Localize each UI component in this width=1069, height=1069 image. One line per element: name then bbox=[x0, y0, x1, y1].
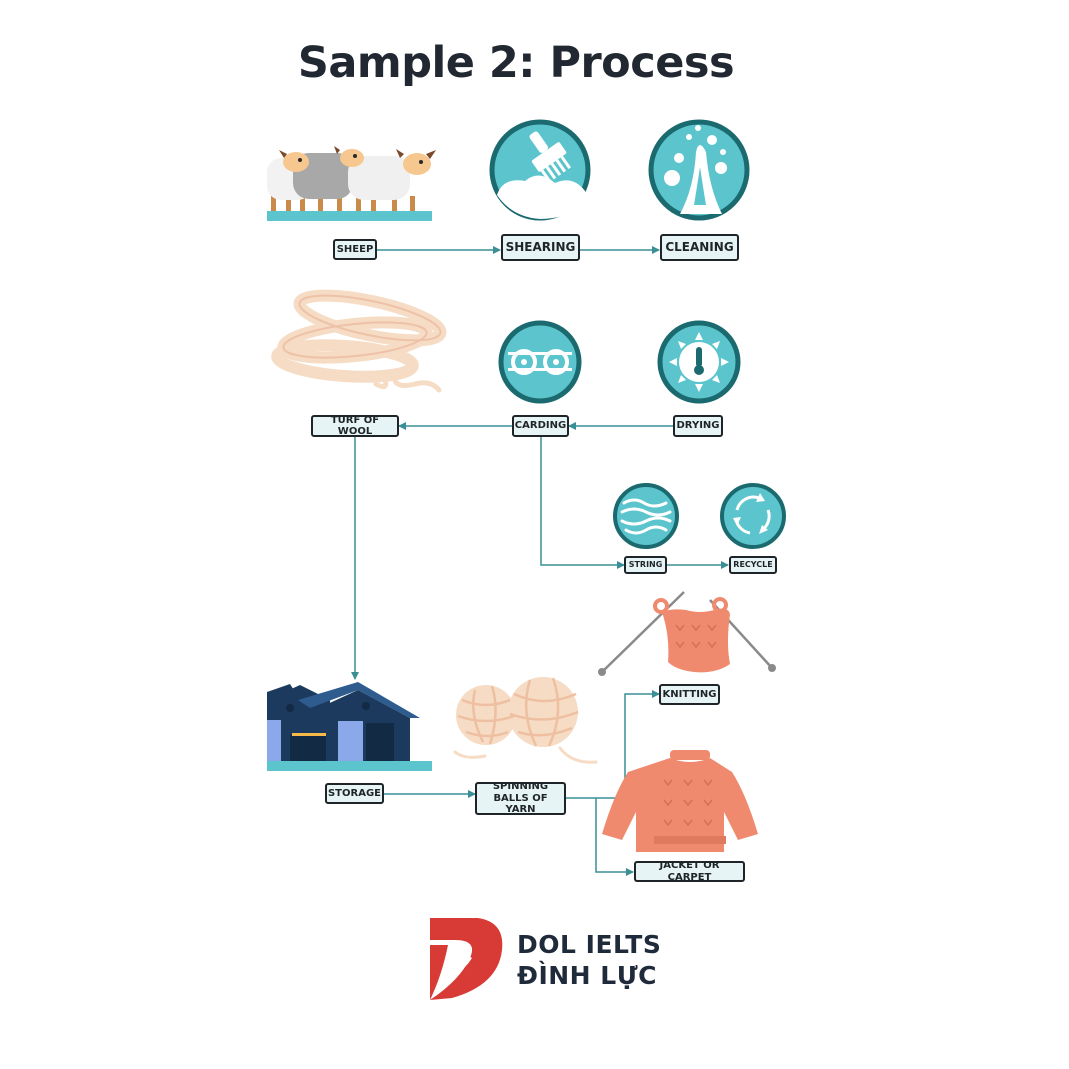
label-shearing: SHEARING bbox=[501, 234, 580, 261]
label-turf-of-wool: TURF OF WOOL bbox=[311, 415, 399, 437]
label-drying: DRYING bbox=[673, 415, 723, 437]
page-title: Sample 2: Process bbox=[297, 38, 735, 88]
label-spinning-line1: SPINNING bbox=[492, 781, 549, 793]
logo-line2: ĐÌNH LỰC bbox=[517, 961, 657, 990]
label-string: STRING bbox=[624, 556, 667, 574]
wool-fibers-icon bbox=[613, 483, 679, 549]
flow-arrows bbox=[351, 246, 729, 876]
arrow-carding-string bbox=[540, 437, 625, 569]
cleaning-water-icon bbox=[648, 119, 750, 221]
logo-line1: DOL IELTS bbox=[517, 930, 662, 959]
label-recycle: RECYCLE bbox=[729, 556, 777, 574]
sheep-flock-icon bbox=[267, 146, 436, 221]
label-spinning: SPINNING BALLS OF YARN bbox=[475, 781, 566, 816]
sun-thermometer-icon bbox=[657, 320, 741, 404]
label-jacket-or-carpet: JACKET OR CARPET bbox=[634, 860, 745, 883]
yarn-balls-icon bbox=[453, 677, 598, 764]
label-knitting: KNITTING bbox=[659, 684, 720, 705]
label-cleaning: CLEANING bbox=[660, 234, 739, 261]
label-storage: STORAGE bbox=[325, 783, 384, 804]
label-sheep: SHEEP bbox=[333, 239, 377, 260]
label-spinning-line2: BALLS OF YARN bbox=[493, 792, 548, 816]
recycle-arrows-icon bbox=[720, 483, 786, 549]
label-carding: CARDING bbox=[512, 415, 569, 437]
dol-logo-icon bbox=[430, 918, 503, 1000]
wool-skein-icon bbox=[271, 289, 447, 393]
carding-rollers-icon bbox=[498, 320, 582, 404]
shearing-comb-icon bbox=[489, 119, 591, 221]
warehouse-icon bbox=[267, 682, 432, 771]
sweater-icon bbox=[602, 750, 758, 852]
knitting-needles-icon bbox=[598, 591, 776, 676]
arrow-spinning-jacket bbox=[595, 798, 634, 876]
